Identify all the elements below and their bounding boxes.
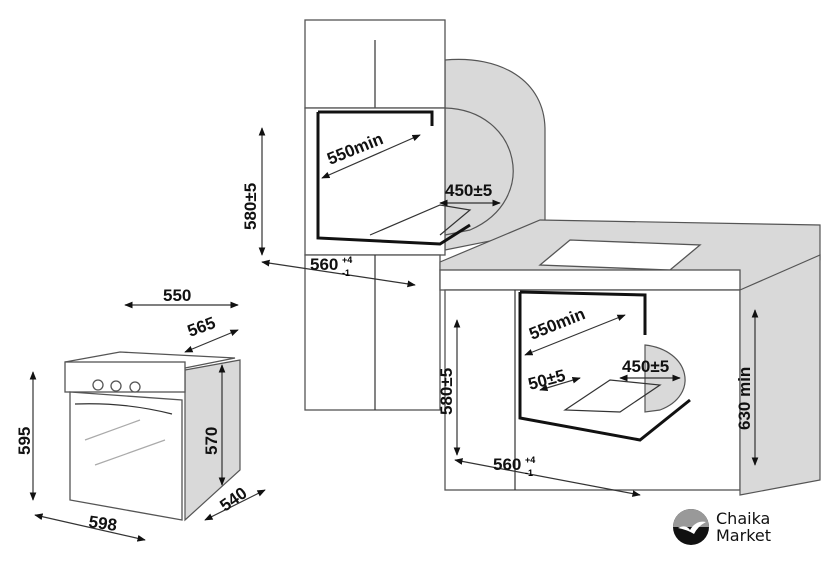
counter-height-label: 630 min — [735, 367, 754, 430]
logo-line1: Chaika — [716, 509, 771, 528]
wall-opening-label: 450±5 — [445, 181, 492, 200]
base-width-tol-minus: -1 — [525, 468, 533, 478]
logo-line2: Market — [716, 526, 771, 545]
wall-width-tol-minus: -1 — [342, 268, 350, 278]
oven-height-label: 595 — [15, 427, 34, 455]
base-width-label: 560 — [493, 455, 521, 474]
oven-side-height-label: 570 — [202, 427, 221, 455]
dimension-lines — [29, 127, 759, 542]
wall-width-tol-plus: +4 — [342, 255, 352, 265]
base-opening-label: 450±5 — [622, 357, 669, 376]
oven-depth-label: 540 — [216, 483, 250, 515]
oven-width-top-label: 550 — [163, 286, 191, 305]
base-height-label: 580±5 — [437, 368, 456, 415]
wall-width-label: 560 — [310, 255, 338, 274]
oven-depth-top-label: 565 — [185, 313, 218, 341]
oven-illustration — [64, 351, 241, 522]
gull-logo-icon — [673, 509, 709, 545]
base-width-tol-plus: +4 — [525, 455, 535, 465]
oven-width-label: 598 — [87, 512, 118, 535]
chaika-market-logo: Chaika Market — [672, 508, 771, 546]
wall-height-label: 580±5 — [241, 183, 260, 230]
